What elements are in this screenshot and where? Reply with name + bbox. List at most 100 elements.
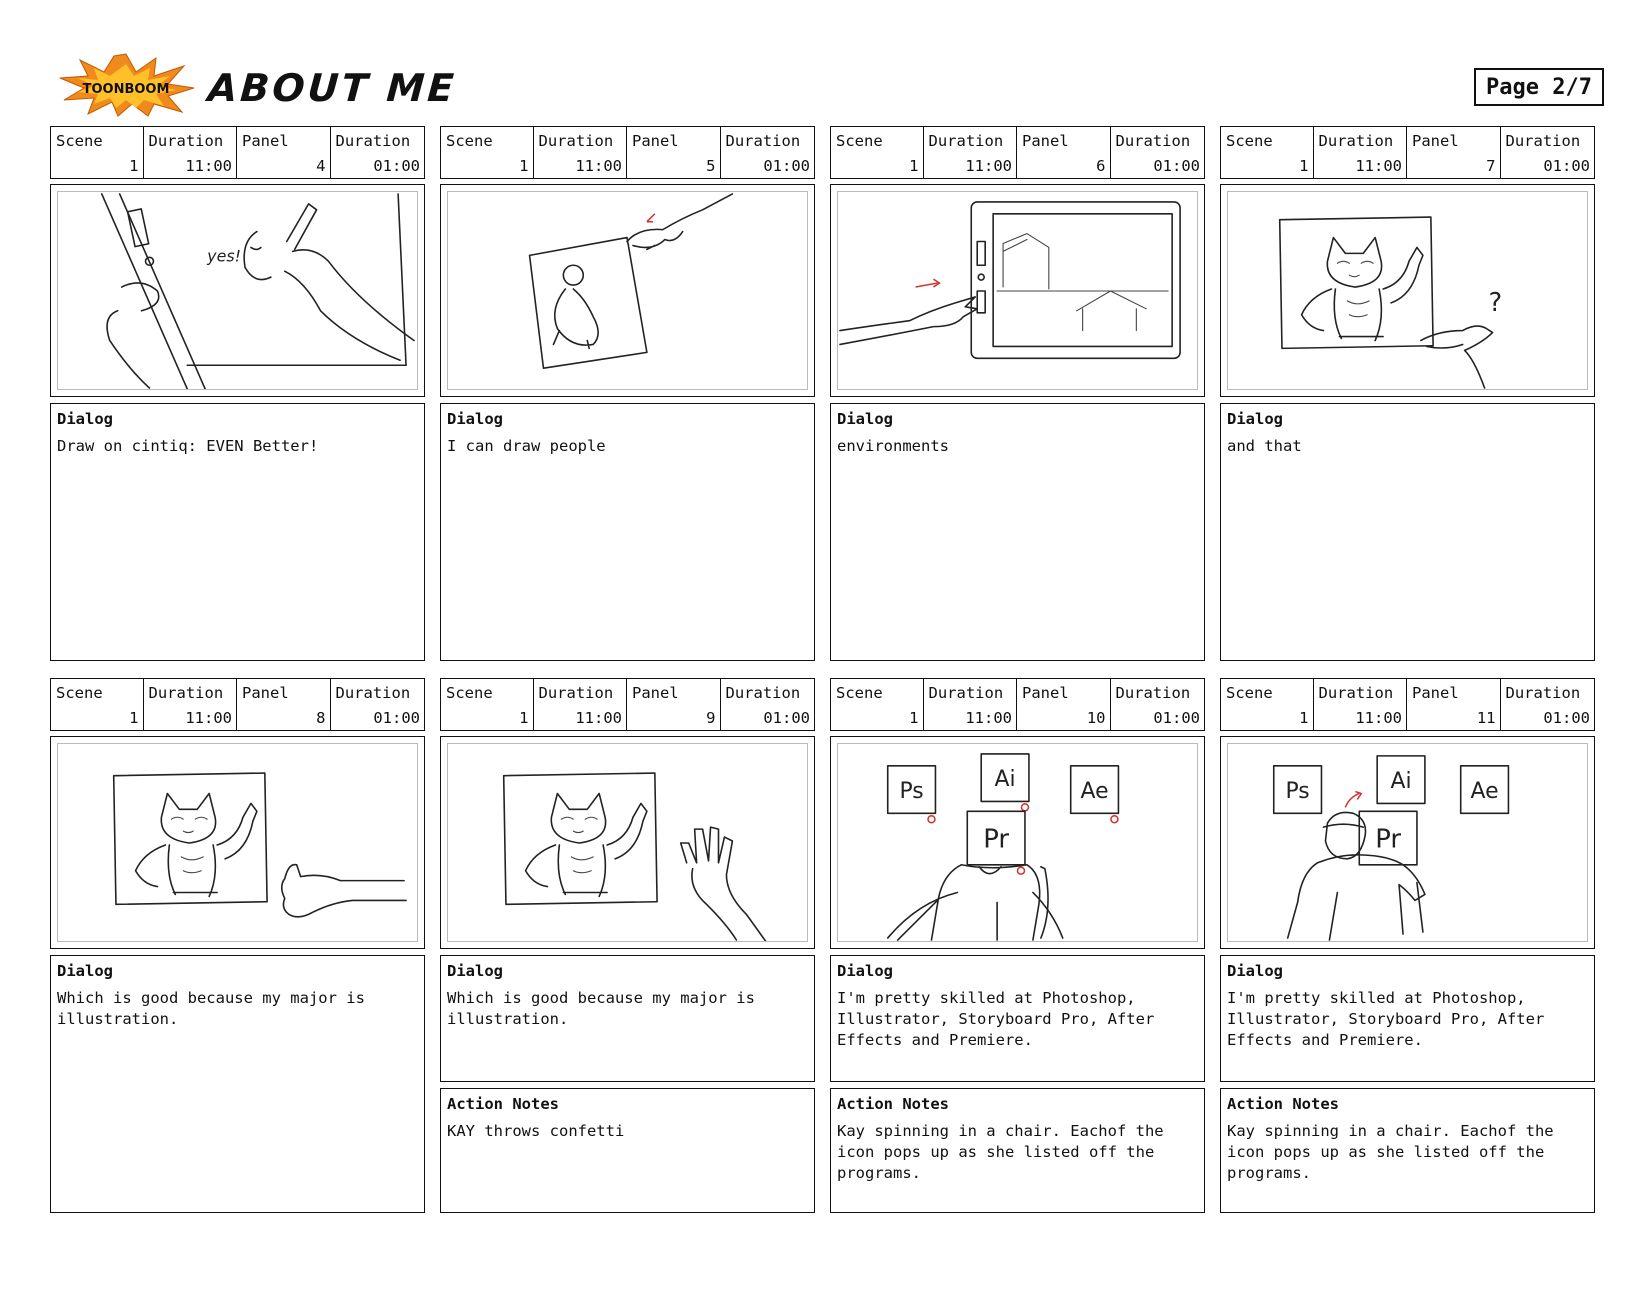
scene-number-value: 1 [1299,157,1309,175]
panel-duration-value: 01:00 [1153,709,1200,727]
scene-duration-label: Duration [928,132,1004,150]
action-notes-box: Action Notes Kay spinning in a chair. Ea… [830,1088,1205,1213]
sketch-frame: yes! [50,184,425,397]
scene-number-cell: Scene 1 [441,679,534,730]
scene-number-label: Scene [836,132,883,150]
panel-duration-value: 01:00 [763,709,810,727]
panel-header: Scene 1 Duration 11:00 Panel 4 Duration … [50,126,425,179]
scene-duration-value: 11:00 [1355,709,1402,727]
scene-number-value: 1 [909,157,919,175]
scene-number-label: Scene [836,684,883,702]
svg-text:Ai: Ai [1391,769,1412,794]
dialog-box: Dialog Draw on cintiq: EVEN Better! [50,403,425,661]
sketch-adobe-icons-chair: Ps Ai Ae Pr [886,753,1120,941]
dialog-text: Which is good because my major is illust… [447,989,765,1028]
dialog-box: Dialog I can draw people [440,403,815,661]
panel-number-label: Panel [1412,132,1459,150]
panel-header: Scene 1 Duration 11:00 Panel 5 Duration … [440,126,815,179]
dialog-text: I can draw people [447,437,606,455]
dialog-box: Dialog environments [830,403,1205,661]
scene-duration-cell: Duration 11:00 [924,679,1017,730]
panel-number-label: Panel [1412,684,1459,702]
panel-number-value: 5 [706,157,716,175]
action-notes-label: Action Notes [1227,1095,1339,1113]
svg-text:Pr: Pr [1375,825,1401,855]
scene-number-cell: Scene 1 [831,679,924,730]
scene-number-value: 1 [519,157,529,175]
panel-duration-label: Duration [335,132,411,150]
panel-duration-value: 01:00 [373,157,420,175]
logo-text: TOONBOOM [83,82,170,97]
scene-duration-label: Duration [1318,684,1394,702]
scene-number-value: 1 [129,709,139,727]
scene-duration-value: 11:00 [575,157,622,175]
scene-number-label: Scene [446,684,493,702]
dialog-label: Dialog [57,962,113,980]
svg-text:?: ? [1489,288,1503,318]
panel-duration-label: Duration [335,684,411,702]
sketch-environment-tablet [839,201,1181,360]
panel-duration-value: 01:00 [1543,157,1590,175]
panel-number-label: Panel [632,132,679,150]
panel-number-value: 10 [1086,709,1106,727]
panel-duration-cell: Duration 01:00 [1111,127,1205,178]
svg-text:Ps: Ps [1286,779,1310,804]
page-number-box: Page 2/7 [1474,68,1604,106]
svg-text:Ai: Ai [995,767,1016,792]
dialog-label: Dialog [1227,410,1283,428]
sketch-frame [440,736,815,949]
scene-duration-label: Duration [538,684,614,702]
panel-duration-cell: Duration 01:00 [1501,679,1595,730]
dialog-label: Dialog [447,410,503,428]
dialog-box: Dialog Which is good because my major is… [50,955,425,1213]
panel-duration-value: 01:00 [763,157,810,175]
scene-number-cell: Scene 1 [51,679,144,730]
panel-number-cell: Panel 8 [237,679,331,730]
sketch-cintiq-drawing: yes! [100,193,415,389]
panel-duration-value: 01:00 [1153,157,1200,175]
scene-duration-cell: Duration 11:00 [924,127,1017,178]
panel-duration-label: Duration [1115,132,1191,150]
toonboom-logo: TOONBOOM [59,53,195,117]
panel-duration-value: 01:00 [373,709,420,727]
scene-duration-cell: Duration 11:00 [1314,127,1407,178]
scene-number-label: Scene [1226,132,1273,150]
panel-number-label: Panel [1022,132,1069,150]
scene-duration-label: Duration [148,132,224,150]
sketch-cat-character-wave [502,772,767,941]
scene-number-cell: Scene 1 [1221,679,1314,730]
panel-duration-label: Duration [725,132,801,150]
panel-duration-cell: Duration 01:00 [721,679,815,730]
panel-duration-cell: Duration 01:00 [1501,127,1595,178]
action-notes-box: Action Notes KAY throws confetti [440,1088,815,1213]
panel-number-label: Panel [242,132,289,150]
scene-duration-value: 11:00 [965,157,1012,175]
panel-duration-label: Duration [1505,132,1581,150]
scene-duration-label: Duration [1318,132,1394,150]
dialog-box: Dialog and that [1220,403,1595,661]
panel-duration-cell: Duration 01:00 [331,679,425,730]
panel-duration-cell: Duration 01:00 [331,127,425,178]
dialog-text: Which is good because my major is illust… [57,989,375,1028]
scene-duration-value: 11:00 [965,709,1012,727]
panel-header: Scene 1 Duration 11:00 Panel 8 Duration … [50,678,425,731]
scene-number-label: Scene [1226,684,1273,702]
panel-header: Scene 1 Duration 11:00 Panel 6 Duration … [830,126,1205,179]
sketch-frame [50,736,425,949]
dialog-label: Dialog [1227,962,1283,980]
panel-duration-label: Duration [725,684,801,702]
svg-text:yes!: yes! [206,246,241,265]
panel-duration-cell: Duration 01:00 [1111,679,1205,730]
action-notes-label: Action Notes [837,1095,949,1113]
sketch-people-drawing [528,193,734,370]
scene-number-value: 1 [1299,709,1309,727]
dialog-text: Draw on cintiq: EVEN Better! [57,437,319,455]
svg-text:Ae: Ae [1081,779,1109,804]
dialog-text: I'm pretty skilled at Photoshop, Illustr… [837,989,1164,1049]
scene-number-value: 1 [129,157,139,175]
panel-number-cell: Panel 6 [1017,127,1111,178]
panel-header: Scene 1 Duration 11:00 Panel 9 Duration … [440,678,815,731]
dialog-text: I'm pretty skilled at Photoshop, Illustr… [1227,989,1554,1049]
scene-duration-cell: Duration 11:00 [534,127,627,178]
dialog-label: Dialog [57,410,113,428]
